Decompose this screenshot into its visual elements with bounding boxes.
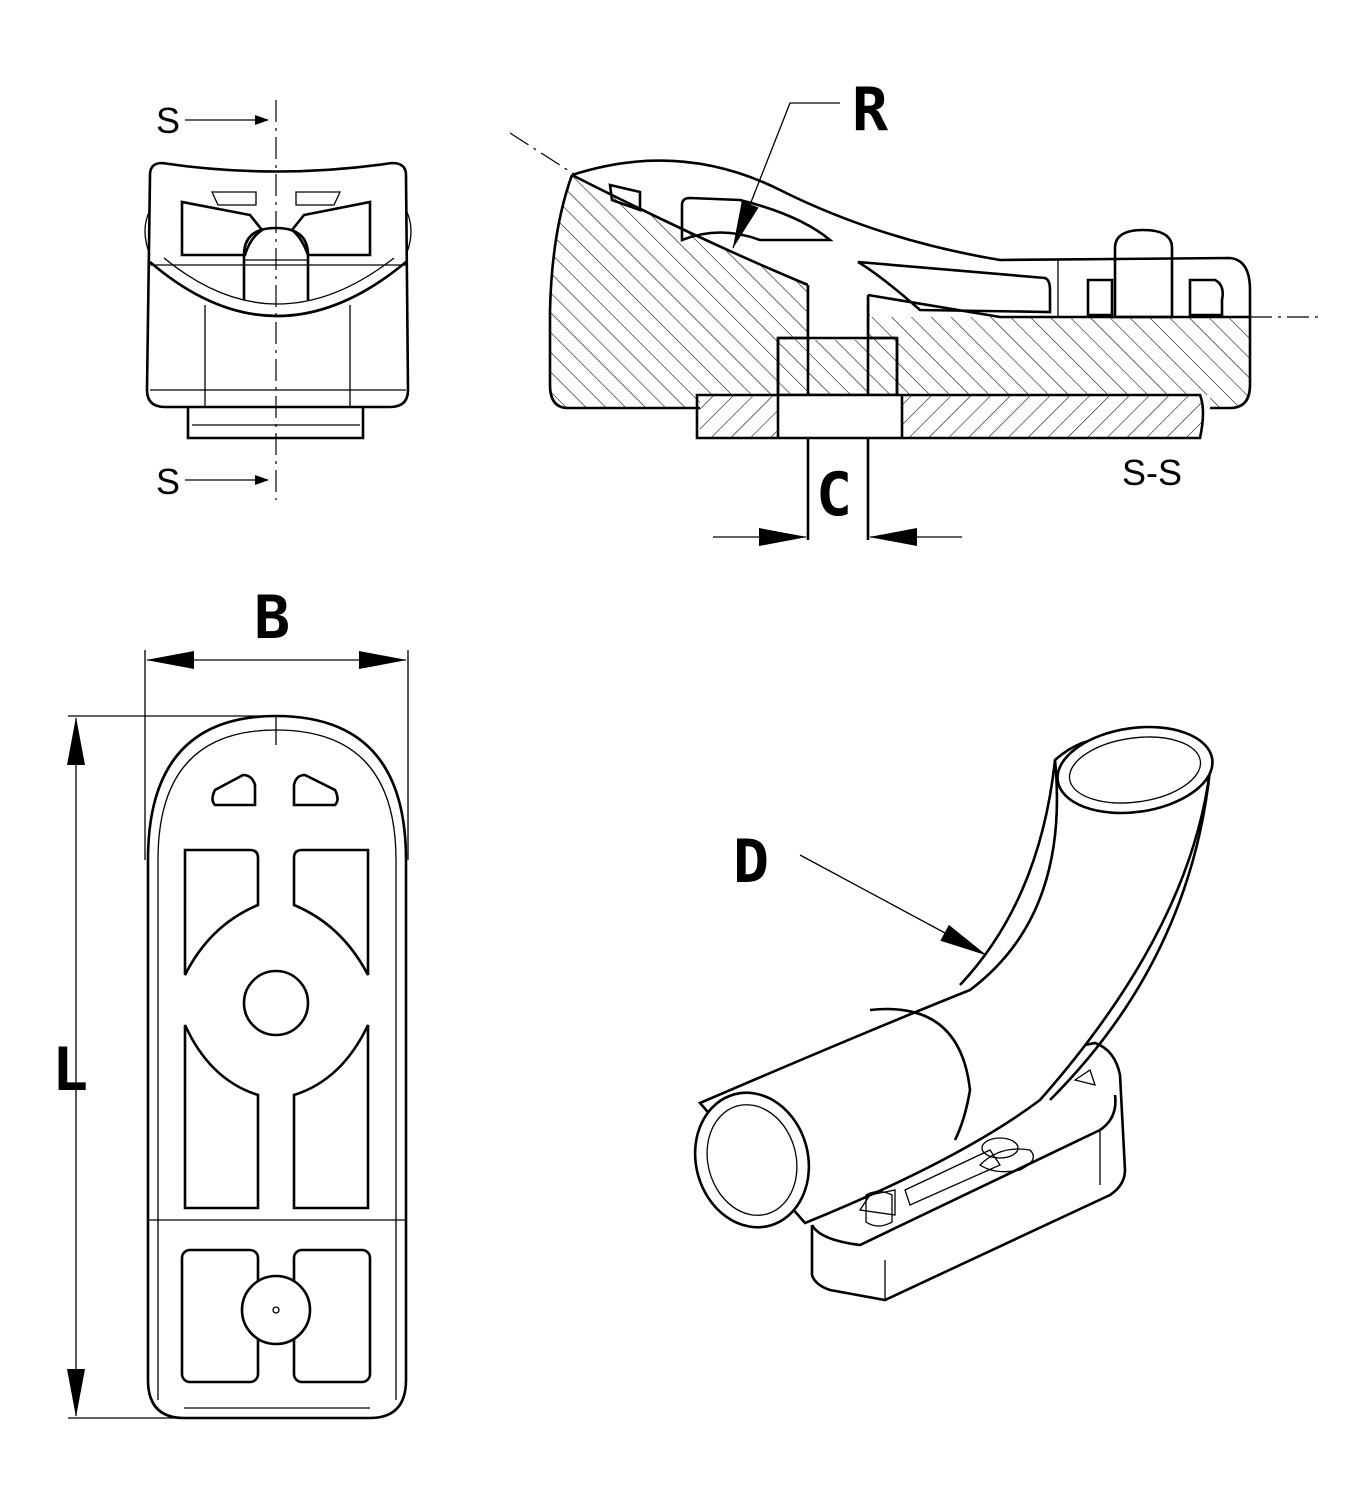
pocket-bottom-right [292,1024,370,1210]
clearance-label: C [816,460,852,530]
section-outline [571,159,1252,410]
radius-label: R [852,75,889,145]
section-view-s-s [509,102,1320,546]
iso-holder-body [810,1041,1127,1302]
pocket-top-left [183,848,260,976]
section-label-top: S [156,100,180,141]
pocket-bottom-left [183,1024,260,1210]
top-outline [146,714,408,1420]
front-nub [242,226,310,300]
section-name: S-S [1122,452,1182,493]
front-view [144,100,412,500]
front-saddle-curve [149,260,407,318]
top-view [67,650,409,1420]
pocket-top-right [292,848,370,976]
front-body-outline [145,161,410,409]
width-label: B [254,583,290,653]
front-base-plate [186,407,365,440]
iso-pipe-end-front [693,1091,811,1229]
length-label: L [52,1035,88,1105]
isometric-view [693,725,1214,1302]
radius-leader [732,102,840,249]
diameter-label: D [733,827,769,897]
iso-pipe-outer [959,759,1057,986]
peg-top [240,1274,312,1346]
section-peg [1113,228,1174,319]
diameter-leader [799,854,987,956]
section-label-bottom: S [156,461,180,502]
section-base-plate [695,393,1205,440]
center-bore [242,969,310,1037]
